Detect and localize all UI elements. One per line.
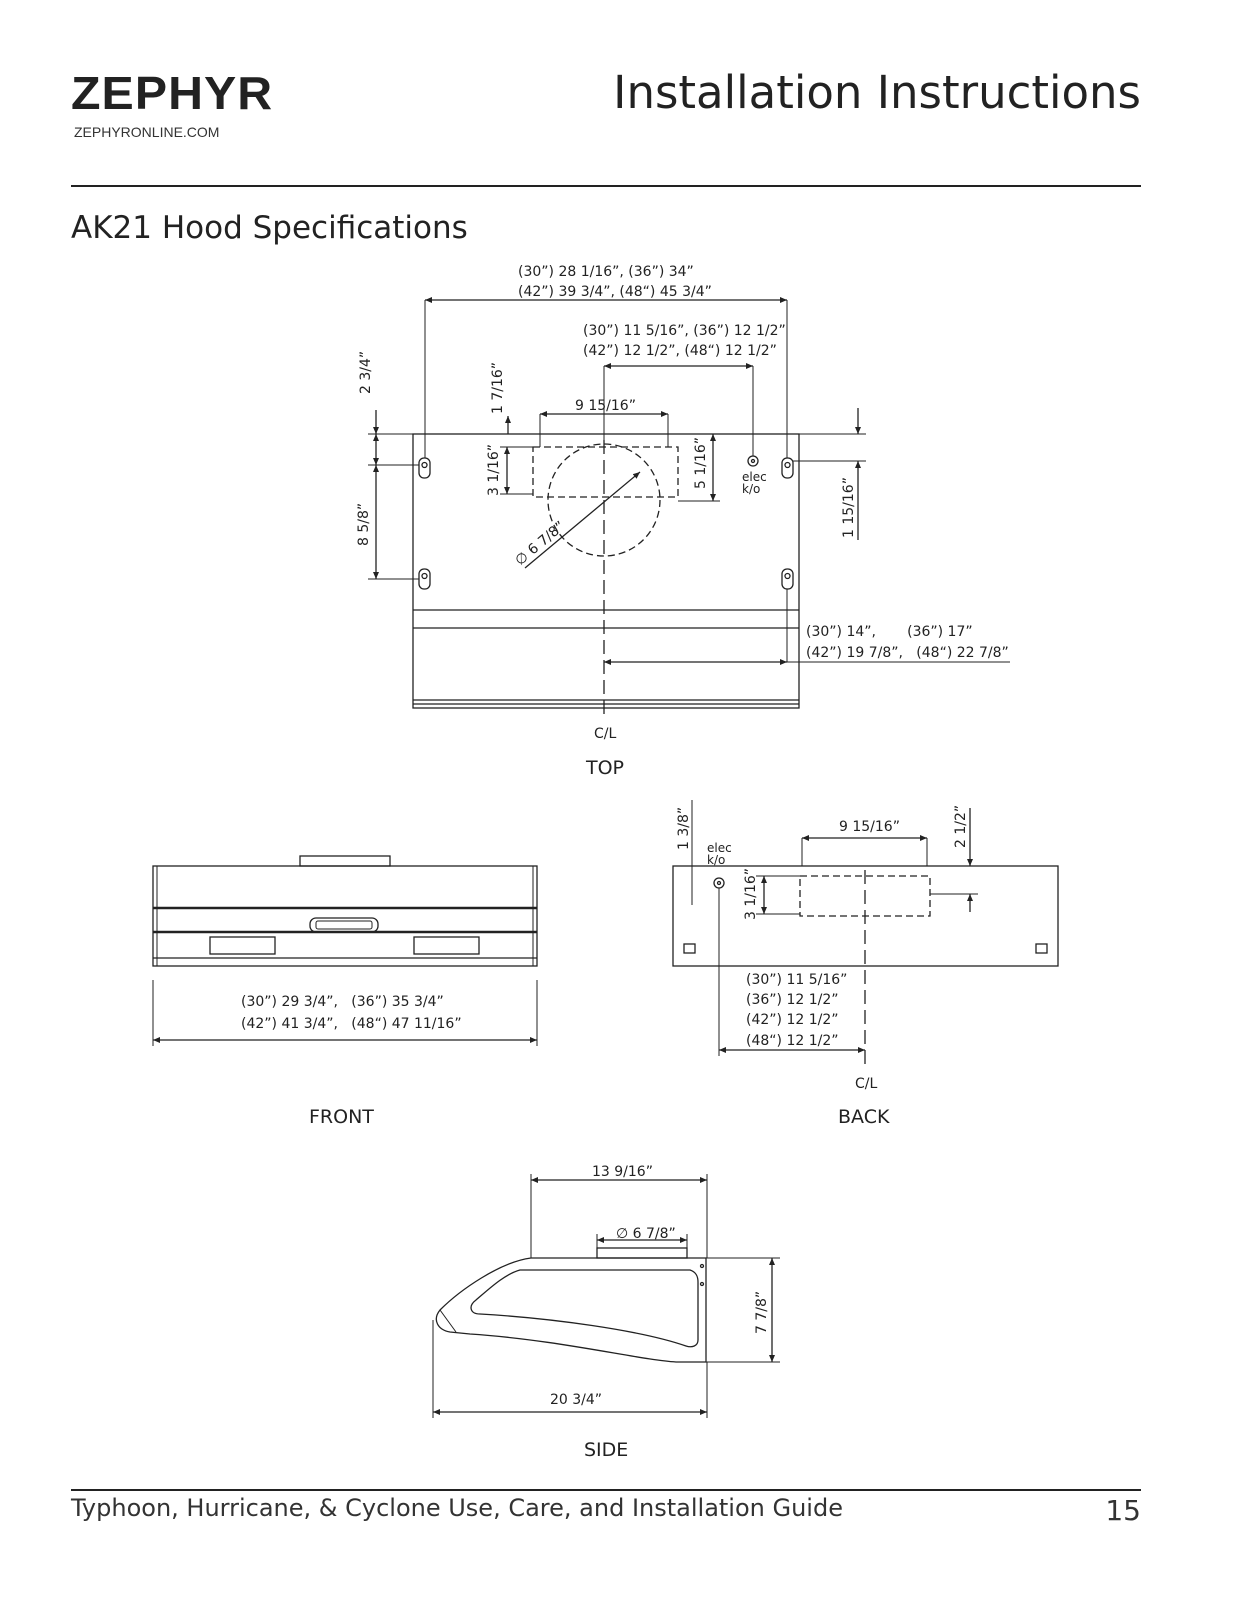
top-view-labels: (30”) 28 1/16”, (36”) 34” (42”) 39 3/4”,… [356, 264, 1009, 779]
side-depth: 20 3/4” [550, 1392, 602, 1408]
top-dim-2-3-4: 2 3/4” [358, 351, 374, 394]
back-elec-knockout [713, 877, 725, 889]
back-centerline: C/L [855, 1076, 877, 1092]
top-centerline: C/L [594, 726, 616, 742]
top-keyhole-line1: (30”) 14”, (36”) 17” [806, 624, 973, 640]
footer-divider [71, 1489, 1141, 1491]
side-height: 7 7/8” [754, 1291, 770, 1334]
top-dim-1-7-16: 1 7/16” [490, 362, 506, 414]
front-view-label: FRONT [309, 1106, 374, 1128]
back-duct-width: 9 15/16” [839, 819, 900, 835]
front-view [152, 855, 538, 1046]
back-offset-36: (36”) 12 1/2” [746, 992, 839, 1008]
front-view-labels: (30”) 29 3/4”, (36”) 35 3/4” (42”) 41 3/… [241, 994, 462, 1128]
top-view-label: TOP [585, 757, 624, 779]
top-keyhole-line2: (42”) 19 7/8”, (48“) 22 7/8” [806, 645, 1009, 661]
side-top-depth: 13 9/16” [592, 1164, 653, 1180]
footer-guide-title: Typhoon, Hurricane, & Cyclone Use, Care,… [71, 1494, 843, 1522]
side-diameter: ∅ 6 7/8” [616, 1226, 676, 1242]
top-width-line2: (42”) 39 3/4”, (48“) 45 3/4” [518, 284, 712, 300]
top-round-duct [547, 443, 661, 557]
front-light-left [209, 936, 276, 955]
top-ko-label: k/o [742, 482, 760, 496]
top-dim-5-1-16: 5 1/16” [693, 437, 709, 489]
side-view-label: SIDE [584, 1439, 628, 1461]
back-view-labels: 1 3/8” 9 15/16” 2 1/2” 3 1/16” elec k/o … [676, 805, 969, 1128]
back-ko-label: k/o [707, 853, 725, 867]
top-elec-knockout [747, 455, 759, 467]
side-view-labels: 13 9/16” ∅ 6 7/8” 7 7/8” 20 3/4” SIDE [550, 1164, 770, 1461]
top-hood-outline [412, 433, 800, 709]
top-width-line1: (30”) 28 1/16”, (36”) 34” [518, 264, 694, 280]
top-duct-width: 9 15/16” [575, 398, 636, 414]
website-url: ZEPHYRONLINE.COM [74, 124, 220, 140]
brand-logo: ZEPHYR [71, 67, 274, 119]
side-hood-profile [435, 1257, 707, 1363]
keyhole-slots [418, 457, 794, 590]
back-offset-30: (30”) 11 5/16” [746, 972, 847, 988]
top-dim-1-15-16: 1 15/16” [841, 477, 857, 538]
page-title: Installation Instructions [613, 66, 1141, 119]
front-hood-outline [152, 865, 538, 967]
top-dim-3-1-16: 3 1/16” [486, 444, 502, 496]
top-duct-cutout [532, 446, 679, 498]
front-control-panel [309, 917, 379, 933]
back-dim-1-3-8: 1 3/8” [676, 807, 692, 850]
side-view [432, 1174, 780, 1418]
section-title: AK21 Hood Specifications [71, 210, 468, 246]
back-dim-2-1-2: 2 1/2” [953, 805, 969, 848]
top-elec-label: elec [742, 470, 767, 484]
top-view [368, 297, 1010, 720]
page-number: 15 [1105, 1494, 1141, 1527]
top-elec-offset-line1: (30”) 11 5/16”, (36”) 12 1/2” [583, 323, 786, 339]
top-elec-offset-line2: (42”) 12 1/2”, (48“) 12 1/2” [583, 343, 777, 359]
front-light-right [413, 936, 480, 955]
back-hood-outline [672, 865, 1059, 967]
back-dim-3-1-16: 3 1/16” [743, 868, 759, 920]
back-offset-42: (42”) 12 1/2” [746, 1012, 839, 1028]
front-width-line2: (42”) 41 3/4”, (48“) 47 11/16” [241, 1016, 462, 1032]
back-offset-48: (48“) 12 1/2” [746, 1033, 839, 1049]
top-diameter: ∅ 6 7/8” [512, 518, 568, 569]
back-elec-label: elec [707, 841, 732, 855]
top-dim-8-5-8: 8 5/8” [356, 503, 372, 546]
back-view-label: BACK [838, 1106, 890, 1128]
side-inner-panel [470, 1269, 699, 1348]
header-divider [71, 185, 1141, 187]
front-width-line1: (30”) 29 3/4”, (36”) 35 3/4” [241, 994, 444, 1010]
back-view [672, 800, 1059, 1070]
